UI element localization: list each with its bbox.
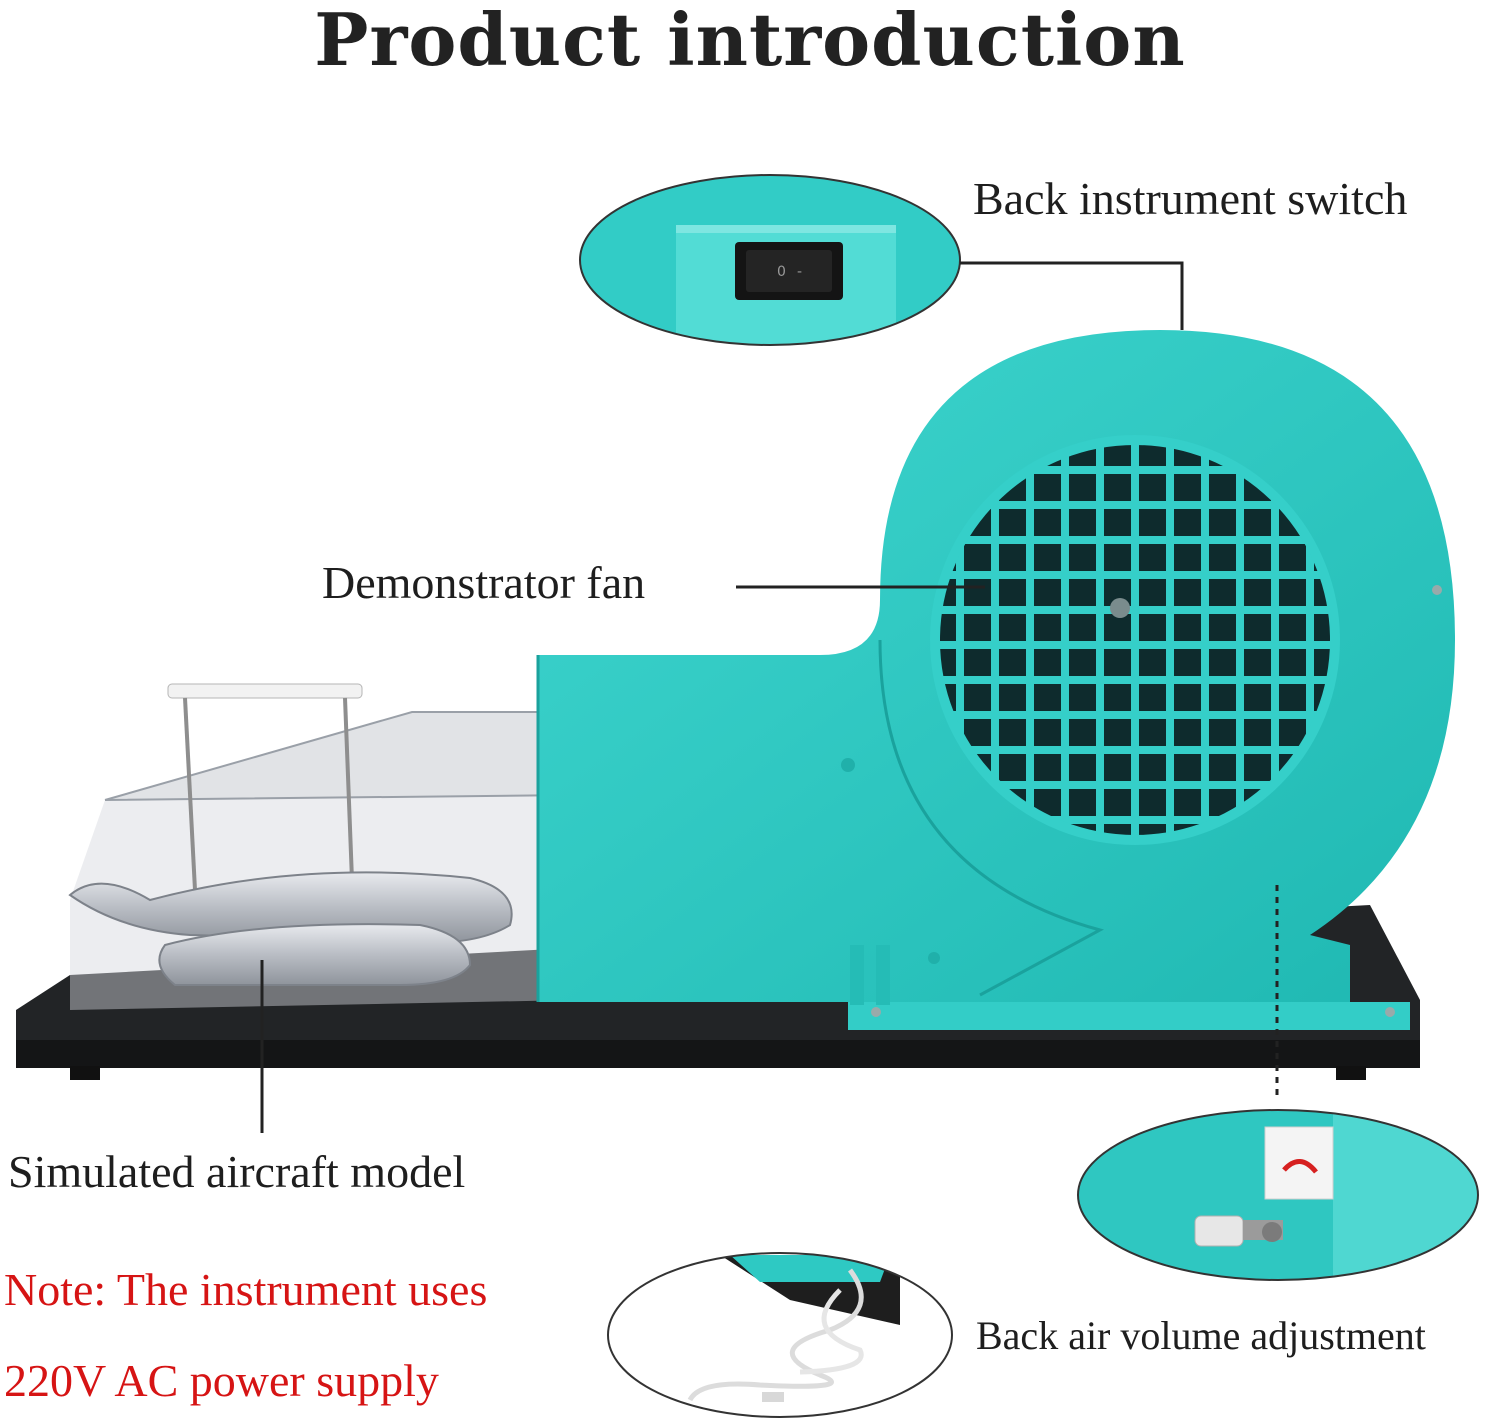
page-title: Product introduction <box>314 0 1186 82</box>
leader-lines <box>260 261 1279 1133</box>
label-demonstrator-fan: Demonstrator fan <box>322 557 646 608</box>
note-line-2: 220V AC power supply <box>4 1355 439 1406</box>
switch-inset: 0 - <box>579 174 961 346</box>
support-rods <box>167 683 363 891</box>
fan-grill <box>930 435 1340 845</box>
label-simulated-aircraft-model: Simulated aircraft model <box>8 1146 466 1197</box>
svg-text:-: - <box>797 264 802 280</box>
cable-inset <box>607 1252 953 1418</box>
aircraft-model-shape <box>68 871 513 986</box>
knob-inset <box>1077 1109 1479 1281</box>
label-back-instrument-switch: Back instrument switch <box>973 173 1408 224</box>
note-line-1: Note: The instrument uses <box>4 1264 488 1315</box>
svg-text:0: 0 <box>777 264 786 280</box>
label-back-air-volume-adjustment: Back air volume adjustment <box>976 1313 1426 1358</box>
